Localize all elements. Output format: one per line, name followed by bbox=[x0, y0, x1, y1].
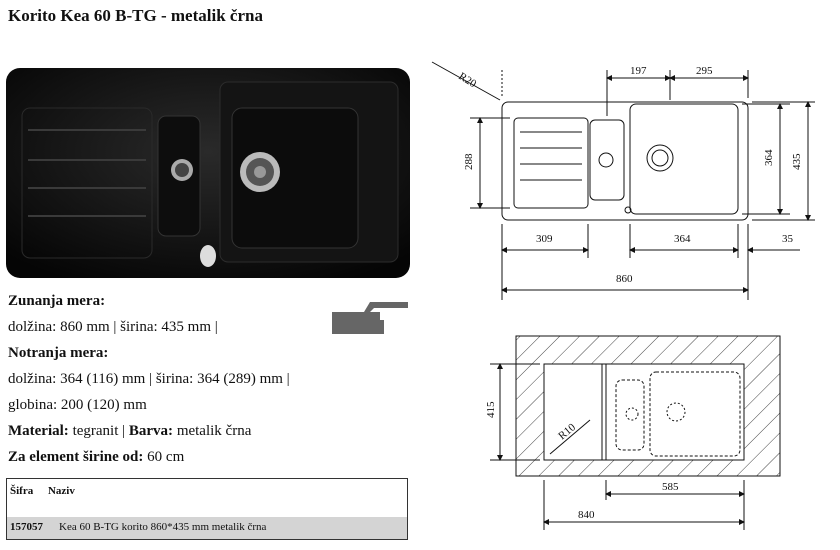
outer-size-label: Zunanja mera: bbox=[8, 293, 106, 309]
product-table: Šifra Naziv 157057 Kea 60 B-TG korito 86… bbox=[6, 478, 408, 540]
table-header: Šifra Naziv bbox=[10, 485, 87, 497]
row-name: Kea 60 B-TG korito 860*435 mm metalik čr… bbox=[59, 521, 267, 533]
technical-drawing: R20 197 295 288 364 435 309 364 35 860 4… bbox=[431, 61, 815, 530]
svg-text:435: 435 bbox=[791, 153, 803, 170]
svg-text:197: 197 bbox=[630, 65, 647, 77]
svg-text:35: 35 bbox=[782, 233, 794, 245]
col-code-header: Šifra bbox=[10, 485, 34, 497]
svg-text:309: 309 bbox=[536, 233, 553, 245]
inner-size-value: dolžina: 364 (116) mm | širina: 364 (289… bbox=[8, 371, 290, 387]
svg-text:364: 364 bbox=[763, 149, 775, 166]
svg-text:295: 295 bbox=[696, 65, 713, 77]
svg-text:364: 364 bbox=[674, 233, 691, 245]
mount-type-icon bbox=[332, 302, 408, 334]
inner-size-label: Notranja mera: bbox=[8, 345, 109, 361]
svg-text:288: 288 bbox=[463, 153, 475, 170]
svg-text:R20: R20 bbox=[456, 70, 478, 90]
svg-text:840: 840 bbox=[578, 509, 595, 521]
product-title: Korito Kea 60 B-TG - metalik črna bbox=[8, 6, 263, 25]
svg-text:585: 585 bbox=[662, 481, 679, 493]
col-name-header: Naziv bbox=[47, 485, 75, 497]
depth-value: globina: 200 (120) mm bbox=[8, 397, 147, 413]
table-row[interactable]: 157057 Kea 60 B-TG korito 860*435 mm met… bbox=[7, 517, 407, 539]
element-width-line: Za element širine od: 60 cm bbox=[8, 449, 185, 465]
outer-size-value: dolžina: 860 mm | širina: 435 mm | bbox=[8, 319, 218, 335]
svg-text:860: 860 bbox=[616, 273, 633, 285]
cutout-drawing bbox=[490, 335, 781, 530]
svg-text:415: 415 bbox=[485, 401, 497, 418]
sink-photo bbox=[6, 68, 410, 278]
row-code: 157057 bbox=[10, 521, 43, 533]
top-view-drawing bbox=[431, 61, 815, 300]
material-color-line: Material: tegranit | Barva: metalik črna bbox=[8, 423, 252, 439]
